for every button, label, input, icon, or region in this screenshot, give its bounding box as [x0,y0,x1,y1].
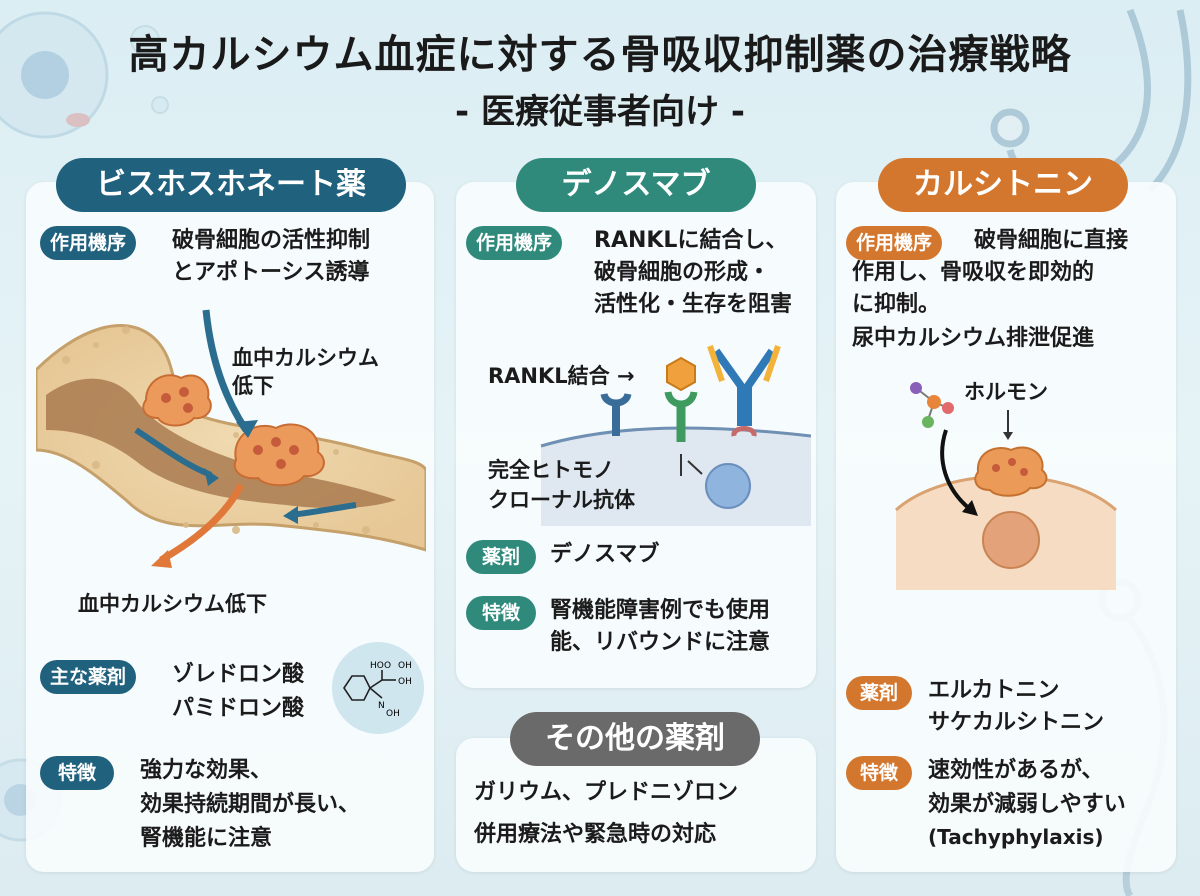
page-title: 高カルシウム血症に対する骨吸収抑制薬の治療戦略 [128,32,1072,78]
molecule-ho: HO [370,661,384,671]
antibody [707,345,781,437]
bisphosphonate-feature-line1: 強力な効果、 [140,758,273,783]
bisphosphonate-mechanism-line1: 破骨細胞の活性抑制 [172,228,371,253]
calcitonin-mechanism-line3: に抑制。 [852,292,941,317]
nucleus [705,463,751,509]
calcitonin-header: カルシトニン [878,158,1128,212]
calcitonin-nucleus [982,511,1040,569]
label-calcium-down-2: 血中カルシウム低下 [78,592,267,616]
label-antibody-line1: 完全ヒトモノ [488,458,614,482]
label-rankl-binding: RANKL結合 → [488,364,635,388]
calcitonin-mechanism-tag: 作用機序 [846,226,943,260]
calcitonin-feature-line1: 速効性があるが、 [928,758,1104,783]
bisphosphonate-drug-line2: パミドロン酸 [172,696,305,721]
denosumab-feature-line2: 能、リバウンドに注意 [550,630,771,655]
osteoclast-cell-left [142,374,212,427]
calcitonin-feature-line2: 効果が減弱しやすい [928,792,1126,817]
label-calcium-down-1b: 低下 [232,374,274,398]
denosumab-illustration [540,345,811,526]
zoledronic-acid-molecule: HO O OH OH N OH [332,642,424,734]
denosumab-drug-tag: 薬剤 [466,540,537,574]
molecule-o: O [384,661,391,671]
denosumab-header: デノスマブ [516,158,756,212]
molecule-n: N [378,701,385,711]
arrow-blood-calcium [202,309,249,432]
denosumab-mechanism-line3: 活性化・生存を阻害 [594,292,793,317]
calcitonin-drug-tag: 薬剤 [846,676,913,710]
calcitonin-illustration [894,382,1118,590]
page-subtitle: - 医療従事者向け - [455,92,745,132]
bisphosphonate-header: ビスホスホネート薬 [56,158,406,212]
calcitonin-mechanism-line1: 破骨細胞に直接 [974,228,1129,253]
denosumab-mechanism-line2: 破骨細胞の形成・ [594,260,771,285]
osteoclast-cell-center [233,423,325,487]
calcitonin-mechanism-line2: 作用し、骨吸収を即効的 [852,260,1095,285]
denosumab-mechanism-line1: RANKLに結合し、 [594,228,788,253]
arrow-calcium-release [159,483,245,564]
others-line2: 併用療法や緊急時の対応 [474,822,717,847]
bisphosphonate-mechanism-tag: 作用機序 [40,226,137,260]
rank-receptor [664,391,698,442]
receptor-left [600,392,632,436]
bisphosphonate-feature-tag: 特徴 [40,756,115,790]
denosumab-feature-line1: 腎機能障害例でも使用 [550,598,771,623]
molecule-oh-top: OH [398,661,412,671]
label-hormone: ホルモン [964,380,1048,404]
calcitonin-mechanism-line4: 尿中カルシウム排泄促進 [852,326,1095,351]
bisphosphonate-drug-tag: 主な薬剤 [40,660,137,694]
calcitonin-drug-line2: サケカルシトニン [928,710,1105,735]
arrow-resorption-left [134,427,213,478]
others-header: その他の薬剤 [510,712,760,766]
others-line1: ガリウム、プレドニゾロン [474,780,739,805]
bisphosphonate-feature-line2: 効果持続期間が長い、 [140,792,361,817]
bisphosphonate-feature-line3: 腎機能に注意 [140,826,273,851]
denosumab-feature-tag: 特徴 [466,596,537,630]
osteoclast-calcitonin [974,446,1048,497]
molecule-oh-bottom: OH [386,709,400,719]
rankl-hexagon [666,356,696,392]
hormone-molecule [910,382,954,428]
bisphosphonate-mechanism-line2: とアポトーシス誘導 [172,260,370,285]
bisphosphonate-drug-line1: ゾレドロン酸 [172,662,305,687]
label-antibody-line2: クローナル抗体 [488,488,635,512]
denosumab-mechanism-tag: 作用機序 [466,226,563,260]
label-calcium-down-1a: 血中カルシウム [232,346,379,370]
calcitonin-drug-line1: エルカトニン [928,678,1060,703]
calcitonin-feature-line3: (Tachyphylaxis) [928,825,1104,849]
bone-illustration [36,309,426,568]
denosumab-drug-value: デノスマブ [550,542,660,567]
calcitonin-feature-tag: 特徴 [846,756,913,790]
molecule-oh-right: OH [398,677,412,687]
